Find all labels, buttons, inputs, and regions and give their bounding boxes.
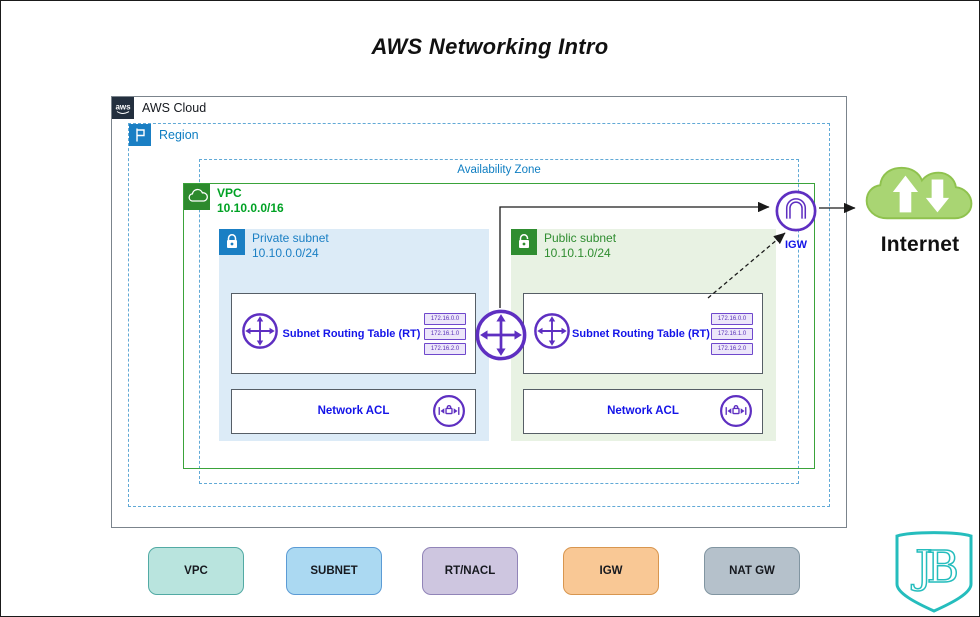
diagram-title: AWS Networking Intro (371, 34, 609, 59)
availability-zone-container: Availability Zone (199, 159, 799, 484)
route-chip: 172.16.0.0 (711, 312, 753, 325)
private-subnet-label: Private subnet 10.10.0.0/24 (252, 231, 329, 261)
brand-logo: JB (889, 529, 979, 615)
internet-label: Internet (880, 233, 960, 256)
network-acl-label: Network ACL (607, 405, 679, 417)
private-subnet-cidr: 10.10.0.0/24 (252, 246, 319, 260)
route-chip: 172.16.2.0 (711, 342, 753, 355)
internet-cloud-icon (861, 166, 979, 230)
aws-cloud-label: AWS Cloud (142, 101, 207, 115)
public-subnet-label: Public subnet 10.10.1.0/24 (544, 231, 616, 261)
public-subnet-title: Public subnet (544, 231, 617, 245)
vpc-title: VPC (217, 186, 242, 200)
legend-vpc-label: VPC (184, 565, 208, 577)
igw-label: IGW (785, 239, 807, 251)
legend-nat-gw-label: NAT GW (729, 565, 775, 577)
vpc-label: VPC 10.10.0.0/16 (217, 186, 284, 216)
legend-subnet-label: SUBNET (310, 565, 358, 577)
legend-subnet: SUBNET (286, 547, 382, 595)
route-table-label: Subnet Routing Table (RT) (282, 327, 421, 340)
route-table-icon (241, 312, 279, 355)
network-acl-icon (432, 394, 466, 433)
aws-logo-icon: aws (112, 97, 134, 124)
route-chip-list: 172.16.0.0 172.16.1.0 172.16.2.0 (711, 312, 753, 355)
public-subnet-cidr: 10.10.1.0/24 (544, 246, 611, 260)
vpc-cidr: 10.10.0.0/16 (217, 201, 284, 215)
public-route-table-node: Subnet Routing Table (RT) 172.16.0.0 172… (523, 293, 763, 374)
route-chip: 172.16.0.0 (424, 312, 466, 325)
legend-nat-gw: NAT GW (704, 547, 800, 595)
vpc-container: VPC 10.10.0.0/16 (183, 183, 815, 469)
route-chip-list: 172.16.0.0 172.16.1.0 172.16.2.0 (424, 312, 466, 355)
route-table-label: Subnet Routing Table (RT) (572, 327, 710, 340)
legend-igw: IGW (563, 547, 659, 595)
legend-igw-label: IGW (599, 565, 623, 577)
region-label: Region (159, 128, 199, 142)
region-flag-icon (129, 124, 151, 151)
legend-rt-nacl-label: RT/NACL (444, 565, 496, 577)
legend-vpc: VPC (148, 547, 244, 595)
igw-icon (774, 190, 818, 237)
private-route-table-node: Subnet Routing Table (RT) 172.16.0.0 172… (231, 293, 476, 374)
network-acl-label: Network ACL (317, 405, 390, 417)
network-acl-icon (719, 394, 753, 433)
legend-rt-nacl: RT/NACL (422, 547, 518, 595)
vpc-icon (184, 184, 210, 215)
private-network-acl-node: Network ACL (231, 389, 476, 434)
private-subnet-title: Private subnet (252, 231, 329, 245)
availability-zone-label: Availability Zone (449, 164, 549, 176)
vpc-router-icon (474, 308, 528, 362)
route-chip: 172.16.2.0 (424, 342, 466, 355)
public-subnet-lock-icon (511, 229, 537, 260)
aws-logo-text: aws (115, 103, 131, 112)
internet: Internet (861, 162, 979, 257)
internet-gateway: IGW (773, 189, 819, 251)
route-chip: 172.16.1.0 (424, 327, 466, 340)
region-container: Region (128, 123, 830, 507)
brand-monogram: JB (911, 542, 957, 593)
private-subnet-lock-icon (219, 229, 245, 260)
public-network-acl-node: Network ACL (523, 389, 763, 434)
route-table-icon (533, 312, 571, 355)
route-chip: 172.16.1.0 (711, 327, 753, 340)
aws-cloud-container: aws AWS Cloud (111, 96, 847, 528)
